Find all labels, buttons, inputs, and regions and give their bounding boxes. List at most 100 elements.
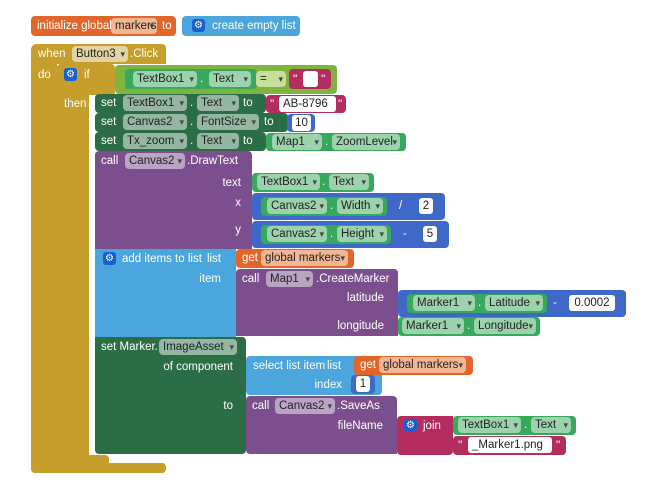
if-block-footer: [57, 455, 109, 466]
textbox1-text-getter[interactable]: TextBox1 . Text: [125, 69, 257, 89]
set-tx-zoom-text-block[interactable]: set Tx_zoom . Text to: [95, 132, 266, 151]
add-items-label: add items to list: [122, 253, 202, 265]
call-canvas2-saveas-block[interactable]: call Canvas2 .SaveAs fileName: [246, 396, 397, 454]
canvas2-height-getter[interactable]: Canvas2 . Height: [261, 225, 391, 244]
set-textbox1-text-block[interactable]: set TextBox1 . Text to: [95, 94, 266, 113]
number-block[interactable]: 1: [351, 375, 375, 394]
number-block[interactable]: 0.0002: [565, 294, 619, 313]
component-dropdown[interactable]: TextBox1: [458, 417, 521, 433]
component-dropdown[interactable]: Canvas2: [267, 226, 327, 242]
set-marker-keyword: set Marker.: [101, 341, 158, 353]
marker1-latitude-getter[interactable]: Marker1 . Latitude: [407, 294, 547, 313]
textbox1-text-getter[interactable]: TextBox1 . Text: [252, 173, 374, 192]
property-dropdown[interactable]: Longitude: [474, 318, 536, 334]
subtract-block[interactable]: Canvas2 . Height - 5: [252, 221, 449, 248]
filename-param-label: fileName: [337, 420, 383, 432]
subtract-operator: -: [553, 297, 557, 309]
property-dropdown[interactable]: Text: [531, 417, 571, 433]
call-canvas2-drawtext-block[interactable]: call Canvas2 .DrawText text x y: [95, 151, 252, 249]
gear-icon[interactable]: ⚙: [103, 252, 116, 265]
call-map1-createmarker-block[interactable]: call Map1 .CreateMarker latitude longitu…: [236, 269, 398, 336]
divide-block[interactable]: Canvas2 . Width / 2: [252, 193, 445, 220]
property-dropdown[interactable]: FontSize: [197, 114, 259, 130]
event-name-label: .Click: [130, 48, 159, 60]
number-value-field[interactable]: 0.0002: [569, 295, 615, 311]
call-keyword: call: [101, 155, 119, 167]
marker1-longitude-getter[interactable]: Marker1 . Longitude: [398, 317, 540, 336]
property-dropdown[interactable]: Latitude: [485, 295, 543, 311]
gear-icon[interactable]: ⚙: [192, 19, 205, 32]
join-block[interactable]: ⚙ join: [397, 416, 453, 455]
to-keyword: to: [243, 97, 253, 109]
component-dropdown[interactable]: Map1: [266, 271, 313, 287]
component-dropdown[interactable]: Canvas2: [123, 114, 187, 130]
number-block[interactable]: 2: [415, 197, 437, 216]
variable-dropdown[interactable]: global markers: [379, 357, 466, 373]
number-value-field[interactable]: 10: [292, 115, 311, 131]
number-block[interactable]: 5: [419, 225, 441, 244]
number-value-field[interactable]: 5: [423, 226, 437, 242]
property-dropdown[interactable]: ZoomLevel: [332, 134, 400, 150]
component-dropdown[interactable]: Canvas2: [267, 198, 327, 214]
close-quote: ": [338, 97, 343, 111]
gear-icon[interactable]: ⚙: [404, 419, 417, 432]
compare-block[interactable]: TextBox1 . Text = " ": [115, 65, 337, 94]
open-quote: ": [293, 72, 298, 86]
component-dropdown[interactable]: Marker1: [402, 318, 464, 334]
initialize-global-block[interactable]: initialize global markers to: [31, 16, 176, 36]
text-string-block[interactable]: " AB-8796 ": [266, 95, 346, 113]
get-global-markers-block[interactable]: get global markers: [236, 249, 354, 268]
property-dropdown[interactable]: ImageAsset: [159, 339, 237, 355]
number-value-field[interactable]: 1: [356, 376, 370, 392]
empty-text-block[interactable]: " ": [289, 69, 331, 89]
open-quote: ": [270, 97, 275, 111]
component-dropdown[interactable]: TextBox1: [133, 71, 197, 87]
property-dropdown[interactable]: Text: [209, 71, 251, 87]
property-dropdown[interactable]: Text: [197, 95, 239, 111]
then-keyword: then: [64, 98, 87, 110]
text-value-field[interactable]: [303, 71, 318, 87]
component-dropdown[interactable]: Map1: [272, 134, 322, 150]
get-keyword: get: [360, 359, 376, 371]
component-dropdown[interactable]: Marker1: [413, 295, 475, 311]
text-value-field[interactable]: AB-8796: [279, 96, 336, 112]
property-dropdown[interactable]: Width: [337, 198, 383, 214]
component-dropdown[interactable]: TextBox1: [123, 95, 187, 111]
comparison-operator-dropdown[interactable]: =: [256, 71, 286, 87]
number-value-field[interactable]: 2: [419, 198, 433, 214]
global-variable-name-field[interactable]: markers: [111, 18, 157, 34]
set-canvas2-fontsize-block[interactable]: set Canvas2 . FontSize to: [95, 113, 288, 132]
create-empty-list-block[interactable]: ⚙ create empty list: [182, 16, 300, 36]
variable-dropdown[interactable]: global markers: [261, 250, 348, 266]
property-dropdown[interactable]: Text: [329, 174, 369, 190]
set-keyword: set: [101, 135, 117, 147]
dot-separator: .: [467, 320, 471, 332]
to-keyword: to: [264, 116, 274, 128]
method-name-label: .SaveAs: [337, 400, 380, 412]
component-dropdown[interactable]: Tx_zoom: [123, 133, 187, 149]
text-string-block[interactable]: " _Marker1.png ": [453, 436, 566, 455]
event-component-dropdown[interactable]: Button3: [72, 46, 128, 62]
button3-click-event-outer[interactable]: [31, 44, 57, 472]
add-items-to-list-block[interactable]: ⚙ add items to list list item: [95, 249, 236, 337]
canvas2-width-getter[interactable]: Canvas2 . Width: [261, 197, 387, 216]
property-dropdown[interactable]: Height: [337, 226, 387, 242]
component-dropdown[interactable]: Canvas2: [275, 398, 335, 414]
component-dropdown[interactable]: TextBox1: [257, 174, 320, 190]
initialize-global-keyword: initialize global: [37, 20, 112, 32]
textbox1-text-getter[interactable]: TextBox1 . Text: [453, 416, 576, 435]
to-keyword: to: [223, 400, 233, 412]
if-keyword: if: [84, 69, 90, 81]
map1-zoomlevel-getter[interactable]: Map1 . ZoomLevel: [266, 133, 406, 151]
text-value-field[interactable]: _Marker1.png: [468, 437, 552, 453]
number-block[interactable]: 10: [287, 114, 315, 132]
gear-icon[interactable]: ⚙: [64, 68, 77, 81]
property-dropdown[interactable]: Text: [197, 133, 239, 149]
component-dropdown[interactable]: Canvas2: [125, 153, 185, 169]
if-block-outer[interactable]: [57, 64, 89, 466]
button3-click-event-footer: [31, 463, 166, 473]
set-marker-imageasset-block[interactable]: set Marker. ImageAsset of component to: [95, 337, 246, 454]
subtract-block[interactable]: Marker1 . Latitude - 0.0002: [398, 290, 626, 317]
get-global-markers-block[interactable]: get global markers: [354, 356, 473, 375]
create-empty-list-label: create empty list: [212, 20, 296, 32]
